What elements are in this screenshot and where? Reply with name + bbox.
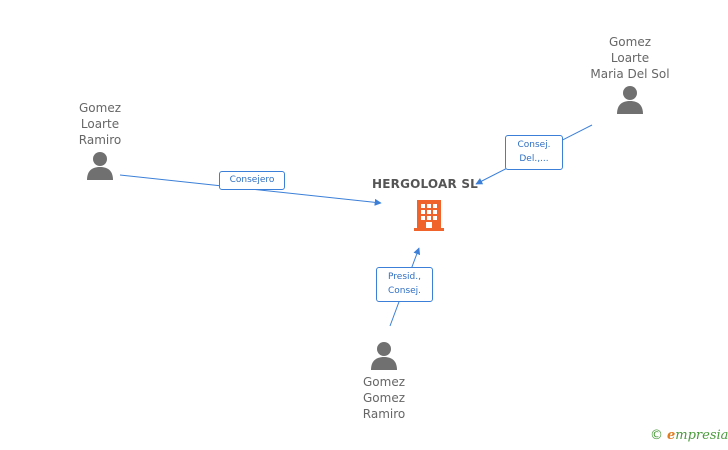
company-name[interactable]: HERGOLOAR SL bbox=[371, 177, 479, 191]
brand-initial: e bbox=[667, 428, 676, 443]
person-name: Gomez Loarte Ramiro bbox=[78, 101, 122, 147]
person-name: Gomez Gomez Ramiro bbox=[362, 375, 406, 421]
relation-label-consejero[interactable]: Consejero bbox=[219, 171, 285, 190]
copyright-symbol: © bbox=[650, 428, 663, 443]
person-icon bbox=[369, 340, 399, 374]
building-icon[interactable] bbox=[414, 198, 444, 236]
relation-label-line: Consej. bbox=[387, 286, 422, 296]
person-icon bbox=[85, 150, 115, 184]
relation-label-line: Consej. bbox=[517, 140, 551, 150]
person-node-ramiro-gomez[interactable]: Gomez Gomez Ramiro bbox=[344, 338, 424, 422]
brand-name: mpresia bbox=[675, 428, 728, 443]
person-name: Gomez Loarte Maria Del Sol bbox=[590, 35, 670, 81]
person-node-maria-del-sol[interactable]: Gomez Loarte Maria Del Sol bbox=[580, 34, 680, 118]
relation-label-line: Consejero bbox=[229, 175, 275, 185]
relation-label-line: Del.,... bbox=[519, 154, 549, 164]
relation-label-presid-consej[interactable]: Presid., Consej. bbox=[376, 267, 433, 302]
empresia-logo: © empresia bbox=[650, 428, 728, 443]
relation-label-line: Presid., bbox=[388, 272, 421, 282]
person-icon bbox=[615, 84, 645, 118]
relation-label-consej-del[interactable]: Consej. Del.,... bbox=[505, 135, 563, 170]
person-node-ramiro-loarte[interactable]: Gomez Loarte Ramiro bbox=[60, 100, 140, 184]
